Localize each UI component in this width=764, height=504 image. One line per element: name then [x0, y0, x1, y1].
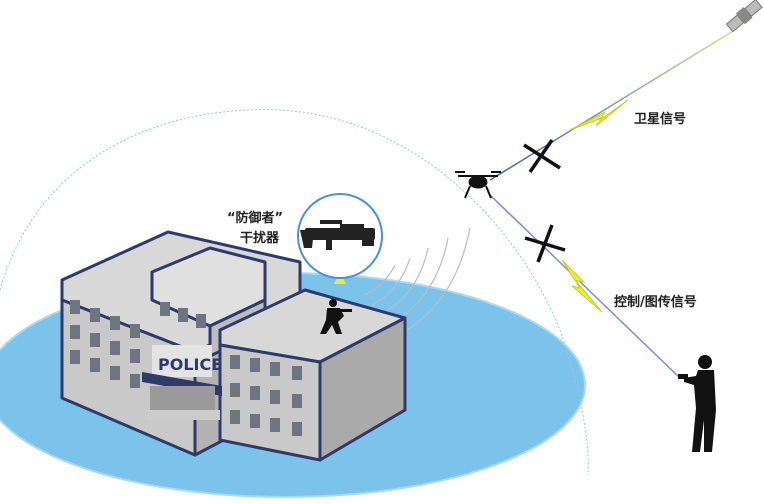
- drone-icon: [455, 171, 501, 199]
- protection-dome: [0, 109, 589, 476]
- jammer-gun-icon: [300, 220, 375, 250]
- jammer-label-line2: 干扰器: [240, 230, 280, 246]
- building-sign: POLICE: [158, 355, 222, 374]
- control-signal-label: 控制/图传信号: [614, 294, 697, 310]
- satellite-signal-label: 卫星信号: [634, 111, 686, 127]
- block-x-icon-satellite: [523, 139, 561, 173]
- soldier-icon: [320, 299, 352, 334]
- satellite-icon: [725, 0, 763, 33]
- control-signal-line: [489, 194, 681, 379]
- building-sign-panel: [152, 345, 212, 377]
- jammer-label-line1: “防御者”: [227, 210, 283, 226]
- satellite-lightning-icon: [569, 99, 629, 131]
- building-entrance: [142, 372, 222, 420]
- satellite-signal-line: [489, 27, 739, 181]
- block-x-icon-control: [524, 224, 566, 263]
- building-windows: [70, 300, 302, 436]
- drone-operator-icon: [678, 355, 716, 452]
- control-lightning-icon: [561, 259, 603, 313]
